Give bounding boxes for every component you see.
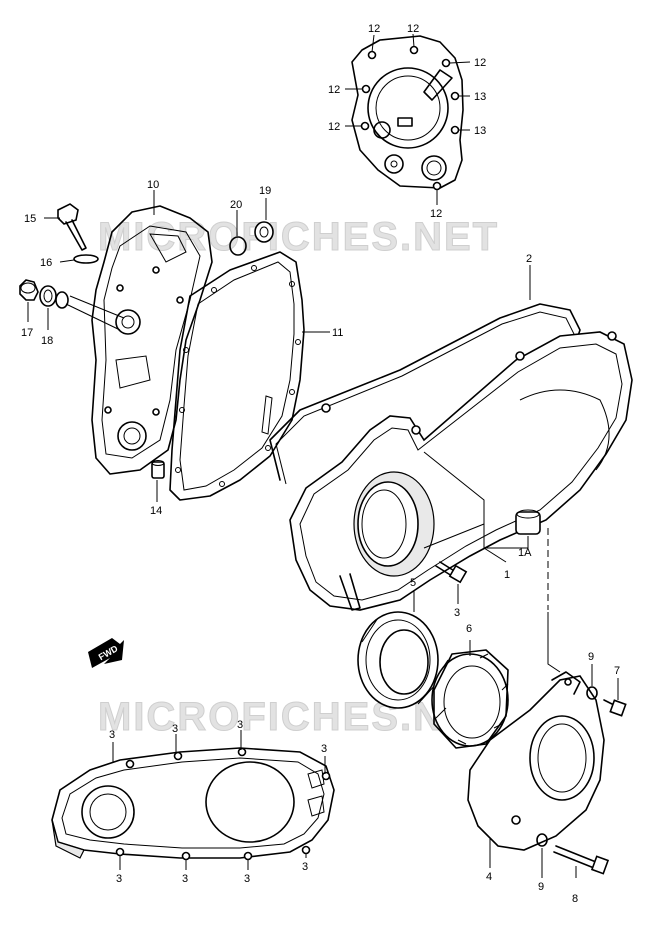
callout-1a: 1A [518, 547, 532, 559]
callout-12: 12 [368, 23, 380, 35]
callout-3: 3 [454, 607, 460, 619]
bearing-5[interactable] [357, 611, 439, 709]
callout-12: 12 [328, 121, 340, 133]
callout-16: 16 [40, 257, 52, 269]
washer-9-upper[interactable] [586, 686, 598, 700]
callout-3: 3 [302, 861, 308, 873]
bolt-7[interactable] [603, 699, 627, 717]
dowel-1a[interactable] [515, 509, 541, 535]
callout-10: 10 [147, 179, 159, 191]
callout-3: 3 [116, 873, 122, 885]
callout-1: 1 [504, 569, 510, 581]
callout-15: 15 [24, 213, 36, 225]
oil-filler-cap-15[interactable] [57, 203, 87, 251]
washer-9-lower[interactable] [536, 833, 548, 847]
bolt-8[interactable] [553, 845, 610, 875]
callout-7: 7 [614, 665, 620, 677]
washer-20[interactable] [229, 236, 247, 256]
callout-3: 3 [109, 729, 115, 741]
clutch-cover-1[interactable] [289, 331, 633, 611]
callout-12: 12 [407, 23, 419, 35]
callout-19: 19 [259, 185, 271, 197]
callout-20: 20 [230, 199, 242, 211]
callout-12: 12 [474, 57, 486, 69]
inner-cover-small[interactable] [351, 35, 464, 191]
callout-8: 8 [572, 893, 578, 905]
callout-14: 14 [150, 505, 162, 517]
cap-17[interactable] [19, 279, 39, 301]
callout-13: 13 [474, 91, 486, 103]
callout-17: 17 [21, 327, 33, 339]
bolt-3-cover[interactable] [435, 561, 468, 584]
callout-5: 5 [410, 577, 416, 589]
callout-2: 2 [526, 253, 532, 265]
callout-13: 13 [474, 125, 486, 137]
watermark-middle: MICROFICHES.NET [98, 695, 499, 739]
bearing-cover-4[interactable] [467, 671, 605, 851]
outer-cover-bottom[interactable] [51, 747, 335, 861]
callout-3: 3 [237, 719, 243, 731]
callout-9: 9 [588, 651, 594, 663]
callout-4: 4 [486, 871, 492, 883]
callout-9: 9 [538, 881, 544, 893]
callout-3: 3 [321, 743, 327, 755]
callout-3: 3 [182, 873, 188, 885]
ring-gear-6[interactable] [431, 649, 509, 749]
callout-6: 6 [466, 623, 472, 635]
callout-12: 12 [430, 208, 442, 220]
part-19[interactable] [254, 221, 274, 243]
forward-direction-arrow: FWD [88, 638, 124, 668]
gasket-11[interactable] [169, 251, 305, 501]
crankcase-cover-10[interactable] [91, 205, 213, 475]
callout-3: 3 [244, 873, 250, 885]
callout-11: 11 [332, 327, 343, 339]
callout-18: 18 [41, 335, 53, 347]
callout-3: 3 [172, 723, 178, 735]
watermark-top: MICROFICHES.NET [98, 215, 499, 259]
callout-labels: 12 12 12 12 13 12 13 12 10 19 20 15 16 1… [21, 23, 620, 905]
callout-12: 12 [328, 84, 340, 96]
dowel-pin-14[interactable] [151, 460, 165, 479]
oil-seal-18[interactable] [39, 285, 69, 309]
o-ring-16[interactable] [73, 254, 99, 264]
